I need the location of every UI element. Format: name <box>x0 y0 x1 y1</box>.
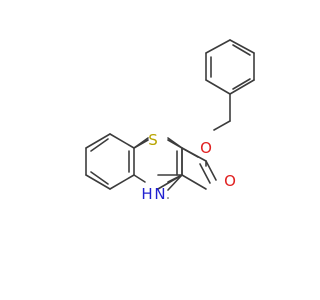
carbonyl-double-bond <box>199 163 211 184</box>
carbonyl-group <box>199 160 217 184</box>
bond <box>167 174 183 191</box>
bond <box>181 147 207 162</box>
nitrogen-hydrogen-label: H <box>141 185 152 203</box>
bond <box>109 174 135 190</box>
bond <box>167 174 183 183</box>
sulfur-atom-label: S <box>148 131 158 149</box>
bond <box>85 174 111 190</box>
benzyl-phenyl-ring <box>205 39 255 95</box>
double-bond-inner <box>90 138 109 152</box>
bond <box>133 174 146 183</box>
bond <box>229 39 255 54</box>
carbonyl-double-bond <box>205 160 217 181</box>
methyl-bond <box>181 174 207 190</box>
thiazine-ring-bonds <box>133 137 183 199</box>
bond <box>167 137 183 149</box>
carbonyl-oxygen-label: O <box>224 172 236 190</box>
nitrogen-atom-label: N <box>154 185 165 203</box>
bond <box>133 137 149 149</box>
amine-side <box>133 174 207 190</box>
molecule-structure: S O O N H <box>85 39 255 203</box>
bond <box>229 79 255 95</box>
double-bond-inner <box>232 78 251 90</box>
molecule-canvas: S O O N H <box>85 39 255 203</box>
benzo-ring <box>85 133 135 190</box>
bond <box>109 133 135 149</box>
bond <box>85 133 111 149</box>
bond <box>205 39 231 54</box>
double-bond-inner <box>90 171 109 185</box>
bond <box>213 120 231 131</box>
bond <box>205 79 231 95</box>
double-bond-inner <box>232 44 251 56</box>
ester-oxygen-label: O <box>200 139 212 157</box>
